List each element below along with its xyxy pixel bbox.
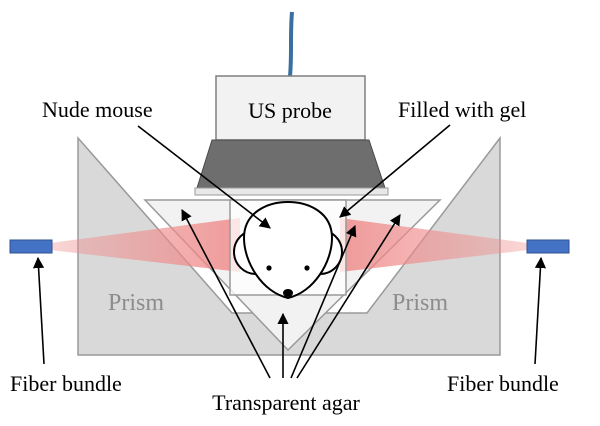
arrow-nude-mouse	[137, 125, 271, 229]
us-probe-body	[215, 75, 366, 141]
label-prism-left: Prism	[108, 290, 164, 316]
annotation-arrows	[32, 124, 547, 379]
arrow-fiber-bundle-left	[32, 256, 45, 365]
prism-housing	[77, 135, 501, 356]
probe-cable	[288, 11, 294, 77]
arrow-agar-4	[296, 214, 401, 379]
label-fiber-bundle-left: Fiber bundle	[10, 371, 122, 396]
arrow-agar-3	[290, 224, 357, 379]
fiber-bundle-right-icon	[526, 239, 570, 254]
label-prism-right: Prism	[392, 290, 448, 316]
arrow-filled-with-gel	[339, 124, 451, 218]
arrow-agar-1	[181, 209, 271, 379]
arrow-fiber-bundle-right	[534, 256, 547, 365]
fiber-bundle-left-icon	[9, 239, 53, 254]
label-filled-with-gel: Filled with gel	[398, 97, 526, 122]
nude-mouse-icon	[233, 200, 343, 300]
label-fiber-bundle-right: Fiber bundle	[447, 371, 559, 396]
us-probe-head	[196, 139, 386, 189]
light-beam-right	[340, 218, 528, 272]
us-probe-face	[194, 187, 389, 196]
label-nude-mouse: Nude mouse	[42, 97, 153, 122]
label-us-probe: US probe	[248, 98, 332, 123]
label-transparent-agar: Transparent agar	[212, 390, 360, 415]
